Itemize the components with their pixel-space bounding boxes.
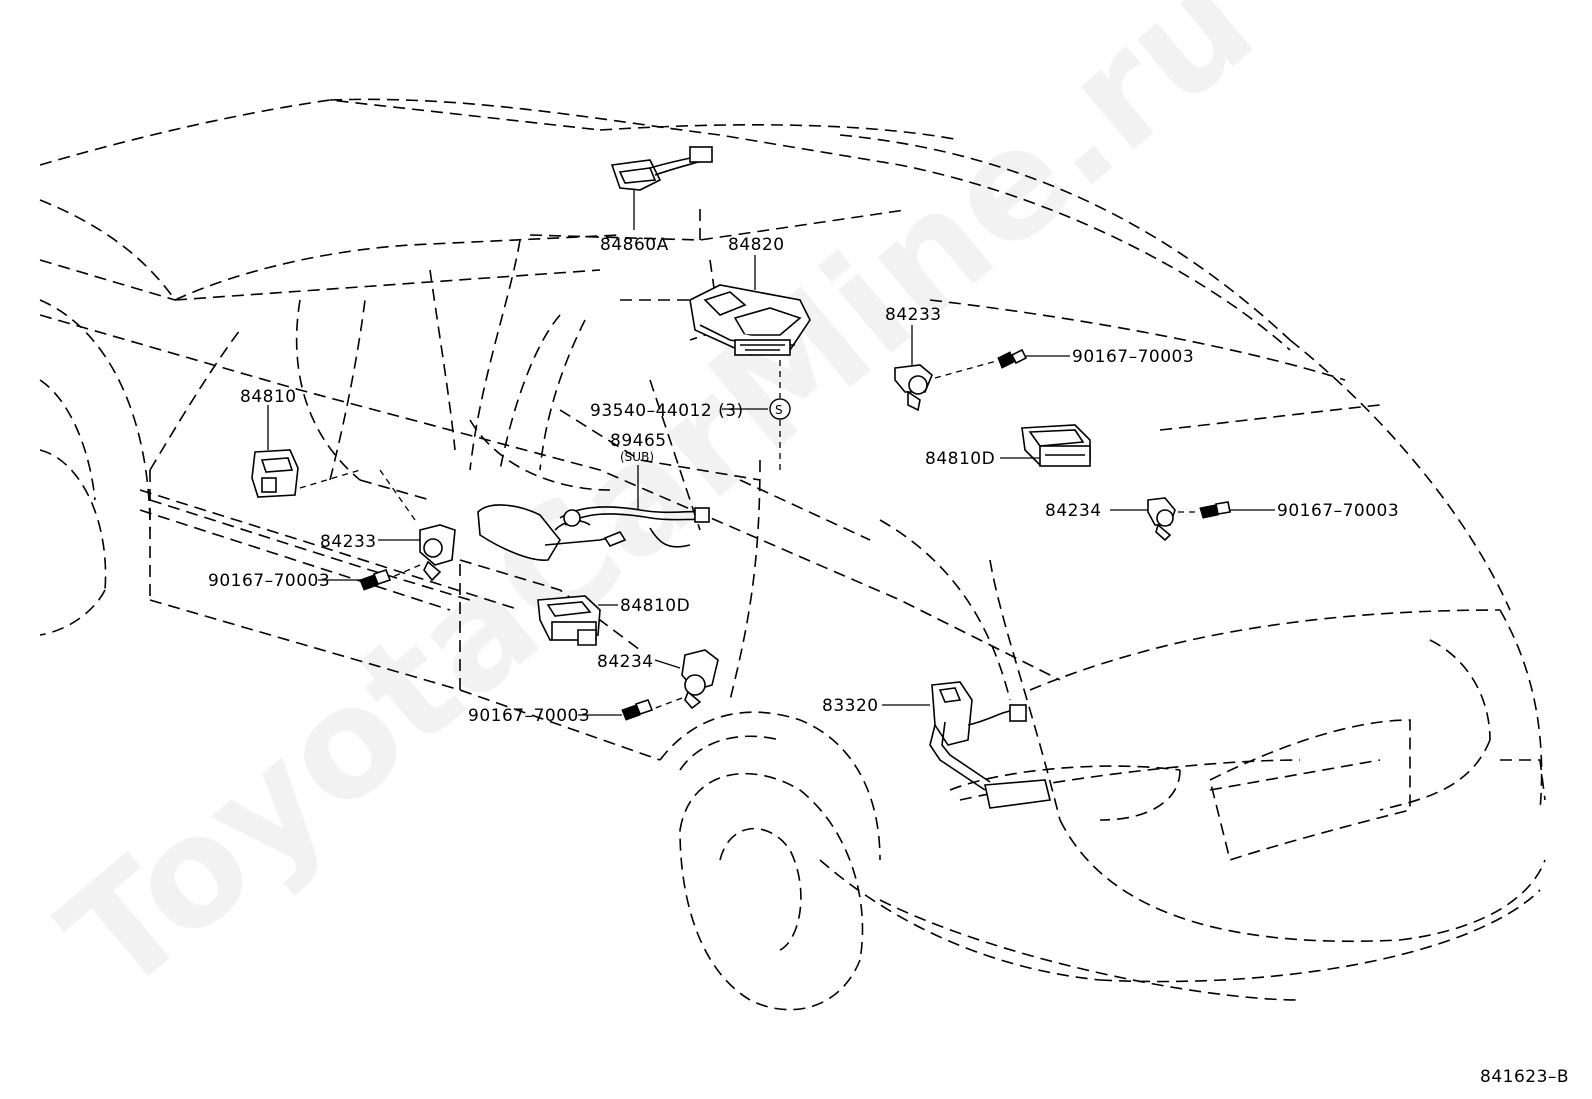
sunroof-switch-84860a xyxy=(610,146,713,230)
window-switch-84810d-center xyxy=(537,595,618,646)
door-courtesy-switch-84234-center xyxy=(578,649,719,721)
bolt-90167-top xyxy=(997,348,1028,369)
window-switch-84810d-right xyxy=(1000,424,1091,467)
s-circle-icon xyxy=(769,398,791,420)
part-label-89465: 89465 xyxy=(610,431,667,451)
part-label-84820: 84820 xyxy=(728,235,785,255)
part-label-84234-center: 84234 xyxy=(597,652,654,672)
door-courtesy-switch-84233-top xyxy=(894,325,1070,412)
part-label-90167-right: 90167–70003 xyxy=(1277,501,1399,521)
part-label-90167-left: 90167–70003 xyxy=(208,571,330,591)
s-symbol: S xyxy=(775,403,783,417)
door-courtesy-switch-84234-right xyxy=(1110,497,1275,542)
screw-93540-indicator: S xyxy=(722,360,791,470)
door-courtesy-switch-84233-left xyxy=(318,469,456,591)
part-label-84860a: 84860A xyxy=(600,235,669,255)
part-label-84810d-right: 84810D xyxy=(925,449,995,469)
bolt-90167-right xyxy=(1199,501,1231,519)
part-label-93540: 93540–44012 (3) xyxy=(590,401,744,421)
part-label-84810d-center: 84810D xyxy=(620,596,690,616)
bolt-90167-left xyxy=(359,569,392,591)
part-label-84234-right: 84234 xyxy=(1045,501,1102,521)
diagram-code: 841623–B xyxy=(1480,1067,1569,1087)
part-label-83320: 83320 xyxy=(822,696,879,716)
part-label-90167-top: 90167–70003 xyxy=(1072,347,1194,367)
bolt-90167-center xyxy=(621,699,654,721)
part-label-84233-left: 84233 xyxy=(320,532,377,552)
part-label-84810-left: 84810 xyxy=(240,387,297,407)
oxygen-sensor-89465-sub xyxy=(477,465,710,561)
master-window-switch-84820 xyxy=(689,255,811,356)
fuel-sender-83320 xyxy=(882,681,1051,809)
part-label-89465-sub: (SUB) xyxy=(620,450,654,464)
part-label-84233-top: 84233 xyxy=(885,305,942,325)
window-switch-84810-left xyxy=(251,405,361,498)
part-label-90167-center: 90167–70003 xyxy=(468,706,590,726)
